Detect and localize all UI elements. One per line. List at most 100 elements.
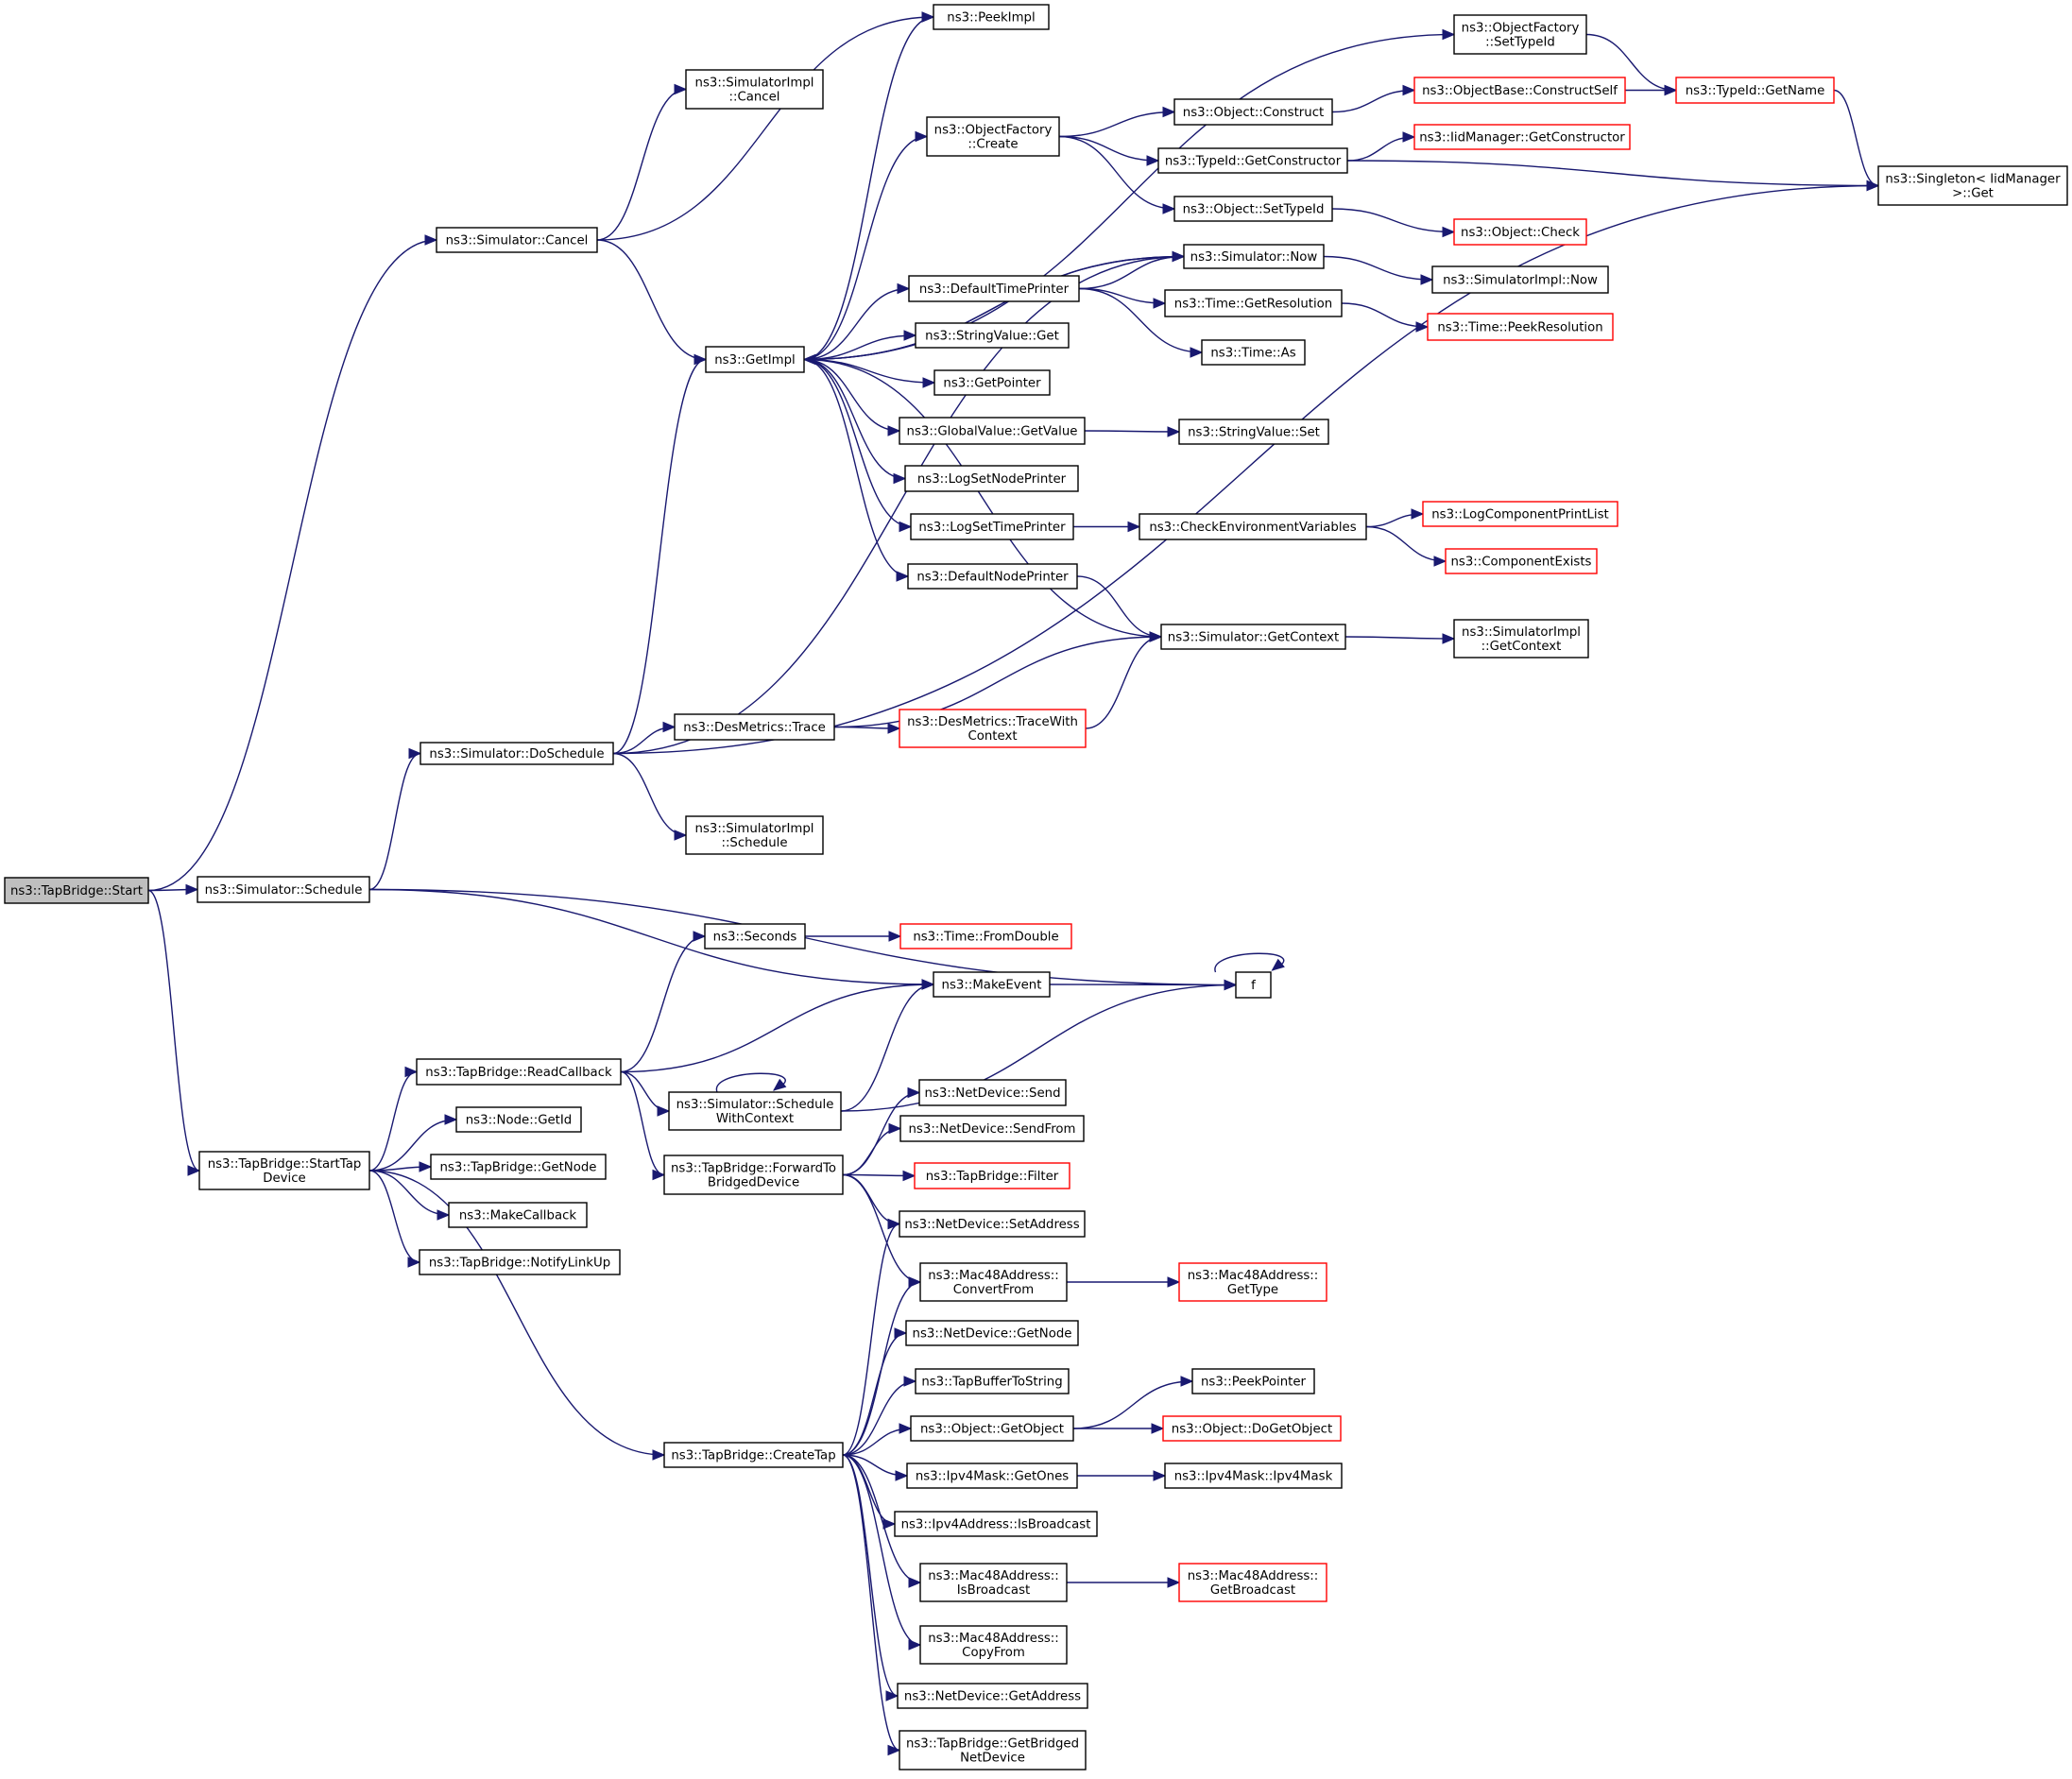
node-makecallback[interactable]: ns3::MakeCallback [448, 1202, 588, 1228]
node-seconds[interactable]: ns3::Seconds [704, 923, 806, 949]
edge-tb-readcallback-to-sim-schedulewithcontext-arrowhead [657, 1105, 671, 1117]
node-time-fromdouble[interactable]: ns3::Time::FromDouble [899, 923, 1072, 949]
node-ipv4addr-isbroadcast[interactable]: ns3::Ipv4Address::IsBroadcast [894, 1511, 1098, 1537]
node-nd-sendfrom[interactable]: ns3::NetDevice::SendFrom [899, 1115, 1085, 1142]
node-obj-getobject[interactable]: ns3::Object::GetObject [910, 1415, 1074, 1442]
node-componentexists-label-1: ns3::ComponentExists [1450, 556, 1591, 570]
node-obj-settypeid[interactable]: ns3::Object::SetTypeId [1173, 196, 1333, 222]
node-nd-setaddress[interactable]: ns3::NetDevice::SetAddress [899, 1210, 1086, 1238]
node-logsetnodeprinter[interactable]: ns3::LogSetNodePrinter [904, 465, 1079, 492]
node-getimpl-box [705, 346, 805, 373]
node-desmetrics-trace[interactable]: ns3::DesMetrics::Trace [674, 713, 835, 741]
node-typeid-getname[interactable]: ns3::TypeId::GetName [1675, 77, 1835, 104]
node-obj-check-box [1453, 218, 1587, 246]
edge-tb-createtap-to-nd-setaddress [842, 1218, 901, 1456]
node-mac48-convertfrom[interactable]: ns3::Mac48Address::ConvertFrom [919, 1262, 1068, 1302]
node-simimpl-getcontext[interactable]: ns3::SimulatorImpl::GetContext [1453, 619, 1589, 659]
edge-tb-createtap-to-nd-setaddress-arrowhead [887, 1218, 901, 1230]
edge-sim-schedulewithcontext-to-makeevent-arrowhead [921, 979, 935, 990]
node-simimpl-cancel[interactable]: ns3::SimulatorImpl::Cancel [685, 69, 824, 110]
node-logsetnodeprinter-box [904, 465, 1079, 492]
node-tb-createtap[interactable]: ns3::TapBridge::CreateTap [663, 1442, 844, 1468]
node-simimpl-cancel-label-2: ::Cancel [728, 91, 779, 105]
node-mac48-copyfrom[interactable]: ns3::Mac48Address::CopyFrom [919, 1625, 1068, 1665]
node-getimpl[interactable]: ns3::GetImpl [705, 346, 805, 373]
node-ipv4mask-getones[interactable]: ns3::Ipv4Mask::GetOnes [906, 1463, 1078, 1489]
node-time-as-box [1201, 339, 1306, 366]
edge-sim-getcontext-to-getimpl-arrowhead [802, 353, 816, 366]
node-stringvalue-get[interactable]: ns3::StringValue::Get [915, 322, 1070, 349]
node-defaultnodeprinter-label-1: ns3::DefaultNodePrinter [916, 571, 1069, 585]
node-stringvalue-set-box [1178, 419, 1329, 445]
node-objbase-constructself[interactable]: ns3::ObjectBase::ConstructSelf [1413, 77, 1626, 104]
node-f[interactable]: f [1235, 971, 1272, 999]
node-time-as[interactable]: ns3::Time::As [1201, 339, 1306, 366]
edge-sim-doschedule-to-simimpl-schedule [612, 752, 688, 841]
edge-getimpl-to-of-settypeid-arrowhead [1442, 28, 1456, 41]
edge-tb-starttapdevice-to-makecallback-arrowhead [437, 1209, 451, 1221]
node-mac48-getbroadcast[interactable]: ns3::Mac48Address::GetBroadcast [1178, 1563, 1327, 1602]
node-peekimpl[interactable]: ns3::PeekImpl [933, 4, 1050, 30]
node-obj-dogetobject[interactable]: ns3::Object::DoGetObject [1162, 1415, 1342, 1442]
node-defaulttimeprinter[interactable]: ns3::DefaultTimePrinter [908, 275, 1080, 302]
node-tb-readcallback[interactable]: ns3::TapBridge::ReadCallback [416, 1058, 622, 1086]
node-defaultnodeprinter[interactable]: ns3::DefaultNodePrinter [907, 563, 1078, 590]
node-obj-construct[interactable]: ns3::Object::Construct [1173, 98, 1333, 126]
node-globalvalue-getvalue[interactable]: ns3::GlobalValue::GetValue [899, 417, 1086, 445]
node-singleton-get[interactable]: ns3::Singleton< IidManager >::Get [1877, 165, 2068, 206]
node-typeid-getconstructor[interactable]: ns3::TypeId::GetConstructor [1157, 147, 1348, 174]
node-mac48-gettype[interactable]: ns3::Mac48Address::GetType [1178, 1262, 1327, 1302]
node-mac48-isbroadcast[interactable]: ns3::Mac48Address::IsBroadcast [919, 1563, 1068, 1602]
node-obj-getobject-box [910, 1415, 1074, 1442]
node-tapbuffertostring[interactable]: ns3::TapBufferToString [915, 1368, 1070, 1394]
node-obj-check[interactable]: ns3::Object::Check [1453, 218, 1587, 246]
node-ipv4mask-ipv4mask[interactable]: ns3::Ipv4Mask::Ipv4Mask [1164, 1463, 1343, 1489]
node-nd-getaddress[interactable]: ns3::NetDevice::GetAddress [897, 1683, 1088, 1709]
node-simimpl-now[interactable]: ns3::SimulatorImpl::Now [1431, 265, 1609, 294]
node-logcomponentprintlist[interactable]: ns3::LogComponentPrintList [1422, 501, 1618, 527]
node-obj-check-label-1: ns3::Object::Check [1461, 226, 1580, 240]
node-time-getresolution[interactable]: ns3::Time::GetResolution [1164, 289, 1343, 317]
node-simimpl-schedule[interactable]: ns3::SimulatorImpl::Schedule [685, 815, 824, 855]
edge-tb-createtap-to-ipv4mask-getones-arrowhead [895, 1470, 909, 1481]
node-node-getid-box [455, 1106, 582, 1133]
node-componentexists[interactable]: ns3::ComponentExists [1445, 548, 1598, 574]
node-sim-cancel[interactable]: ns3::Simulator::Cancel [436, 227, 598, 253]
edge-sim-schedule-to-sim-doschedule [368, 747, 422, 891]
node-logsettimeprinter[interactable]: ns3::LogSetTimePrinter [910, 513, 1074, 540]
edge-sim-now-to-simimpl-now-arrowhead [1420, 274, 1434, 285]
node-tb-notifylinkup[interactable]: ns3::TapBridge::NotifyLinkUp [419, 1249, 621, 1275]
node-of-create[interactable]: ns3::ObjectFactory::Create [926, 116, 1060, 157]
node-sim-getcontext[interactable]: ns3::Simulator::GetContext [1160, 624, 1346, 650]
node-tb-filter[interactable]: ns3::TapBridge::Filter [914, 1162, 1070, 1189]
node-getpointer[interactable]: ns3::GetPointer [933, 369, 1051, 396]
node-mac48-convertfrom-box [919, 1262, 1068, 1302]
node-start[interactable]: ns3::TapBridge::Start [4, 877, 149, 904]
node-ipv4mask-getones-box [906, 1463, 1078, 1489]
node-tb-getnode[interactable]: ns3::TapBridge::GetNode [430, 1154, 607, 1180]
node-nd-getnode[interactable]: ns3::NetDevice::GetNode [905, 1320, 1079, 1346]
edge-tb-readcallback-to-sim-schedulewithcontext-line [620, 1070, 670, 1112]
node-node-getid[interactable]: ns3::Node::GetId [455, 1106, 582, 1133]
edge-ipv4mask-getones-to-ipv4mask-ipv4mask [1077, 1470, 1167, 1481]
node-sim-now[interactable]: ns3::Simulator::Now [1183, 244, 1325, 269]
node-sim-doschedule[interactable]: ns3::Simulator::DoSchedule [420, 742, 614, 765]
node-peekpointer[interactable]: ns3::PeekPointer [1191, 1368, 1315, 1394]
node-stringvalue-set[interactable]: ns3::StringValue::Set [1178, 419, 1329, 445]
node-of-settypeid[interactable]: ns3::ObjectFactory::SetTypeId [1453, 14, 1587, 55]
node-iidmanager-getconstructor[interactable]: ns3::IidManager::GetConstructor [1413, 124, 1631, 150]
node-makeevent[interactable]: ns3::MakeEvent [933, 971, 1051, 998]
edge-tb-readcallback-to-sim-schedulewithcontext [620, 1070, 671, 1117]
node-nd-send[interactable]: ns3::NetDevice::Send [918, 1079, 1067, 1106]
edge-tb-starttapdevice-to-makecallback [368, 1170, 451, 1221]
edge-typeid-getname-to-singleton-get-line [1833, 89, 1879, 187]
node-time-peekresolution[interactable]: ns3::Time::PeekResolution [1427, 313, 1614, 341]
node-checkenv[interactable]: ns3::CheckEnvironmentVariables [1139, 513, 1367, 540]
node-sim-schedule[interactable]: ns3::Simulator::Schedule [197, 876, 370, 903]
node-defaulttimeprinter-label-1: ns3::DefaultTimePrinter [919, 282, 1070, 297]
